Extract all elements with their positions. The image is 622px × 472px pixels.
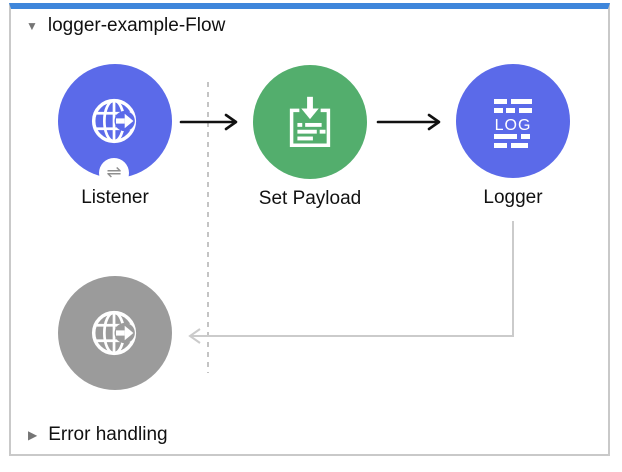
log-text: LOG bbox=[495, 117, 532, 134]
inactive-endpoint-circle[interactable] bbox=[58, 276, 172, 390]
http-globe-icon bbox=[91, 310, 137, 356]
exchange-icon: ⇌ bbox=[106, 162, 122, 182]
message-exchange-badge[interactable]: ⇌ bbox=[99, 158, 129, 188]
node-listener[interactable]: ⇌ Listener bbox=[58, 64, 172, 209]
node-logger[interactable]: LOG Logger bbox=[456, 64, 570, 209]
node-inactive-endpoint[interactable] bbox=[58, 276, 172, 390]
set-payload-circle[interactable] bbox=[253, 65, 367, 179]
http-listener-globe-icon bbox=[91, 98, 137, 144]
logger-circle[interactable]: LOG bbox=[456, 64, 570, 178]
flow-title: logger-example-Flow bbox=[47, 15, 226, 36]
error-handling-toggle[interactable]: ▶ Error handling bbox=[28, 424, 168, 446]
listener-label: Listener bbox=[81, 187, 149, 208]
expand-triangle-icon[interactable]: ▶ bbox=[28, 428, 38, 442]
flow-collapse-toggle[interactable]: ▼ logger-example-Flow bbox=[26, 15, 225, 37]
node-set-payload[interactable]: Set Payload bbox=[253, 65, 367, 210]
collapse-triangle-icon[interactable]: ▼ bbox=[26, 19, 38, 33]
set-payload-icon bbox=[289, 96, 331, 147]
set-payload-label: Set Payload bbox=[258, 188, 362, 209]
error-handling-label: Error handling bbox=[48, 424, 168, 445]
logger-log-icon: LOG bbox=[494, 99, 532, 148]
logger-label: Logger bbox=[483, 187, 543, 208]
